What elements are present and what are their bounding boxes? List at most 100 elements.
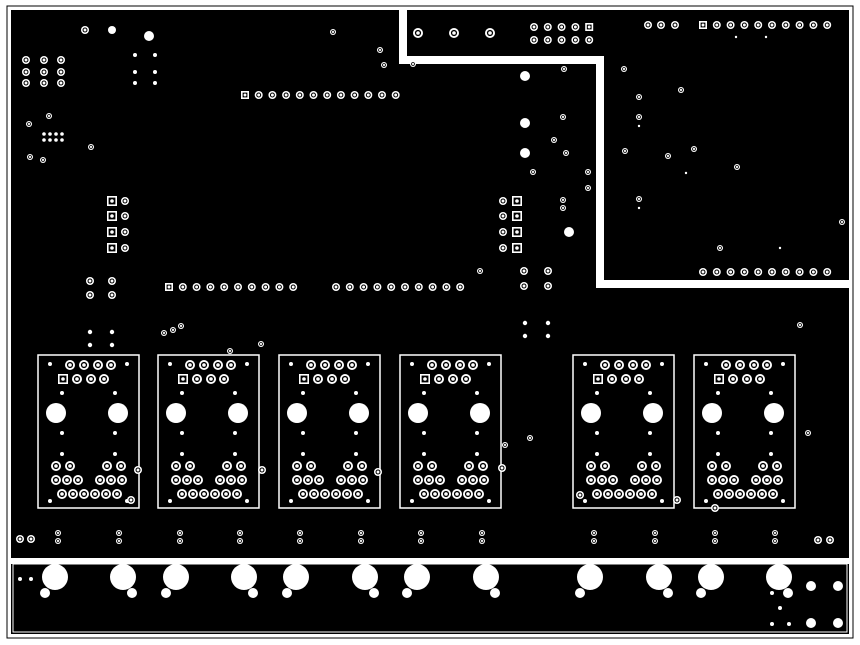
via [109, 342, 115, 348]
pad-drill [323, 363, 327, 367]
pad-drill [110, 199, 114, 203]
square-pad [107, 243, 117, 253]
pad-drill [42, 70, 46, 74]
round-pad [625, 489, 635, 499]
pad-drill [117, 539, 121, 543]
pad-drill [488, 31, 492, 35]
via [769, 452, 773, 456]
mounting-hole [764, 403, 784, 423]
round-pad [520, 282, 528, 290]
round-pad [298, 489, 308, 499]
pad-drill [191, 492, 195, 496]
round-pad [55, 538, 61, 544]
round-pad [571, 23, 580, 31]
round-pad [357, 461, 367, 471]
pad-drill [471, 363, 475, 367]
pad-drill [816, 538, 820, 542]
pad-drill [167, 285, 171, 289]
pad-drill [761, 464, 765, 468]
pad-drill [825, 270, 829, 274]
pad-drill [515, 214, 519, 218]
pad-drill [573, 25, 577, 29]
via [245, 499, 249, 503]
via [60, 132, 64, 136]
pad-drill [560, 25, 564, 29]
pad-drill [350, 363, 354, 367]
round-pad [474, 489, 484, 499]
square-pad [512, 227, 522, 237]
round-pad [418, 538, 424, 544]
round-pad [721, 360, 731, 370]
pad-drill [561, 115, 565, 119]
mounting-hole [163, 564, 189, 590]
via [781, 499, 785, 503]
board-fill [11, 10, 849, 634]
pad-drill [773, 539, 777, 543]
round-pad [781, 268, 790, 276]
pad-drill [430, 363, 434, 367]
pad-drill [637, 377, 641, 381]
round-pad [306, 461, 316, 471]
round-pad [340, 374, 350, 384]
round-pad [236, 461, 246, 471]
pad-drill [573, 38, 577, 42]
via [778, 606, 782, 610]
round-pad [560, 205, 566, 211]
via [127, 588, 137, 598]
round-pad [557, 36, 566, 44]
pad-drill [592, 531, 596, 535]
via [42, 132, 46, 136]
round-pad [306, 360, 316, 370]
pad-drill [260, 468, 264, 472]
round-pad [297, 538, 303, 544]
round-pad [717, 245, 723, 251]
round-pad [735, 489, 745, 499]
pad-drill [659, 23, 663, 27]
round-pad [557, 23, 566, 31]
round-pad [342, 489, 352, 499]
mounting-hole [577, 564, 603, 590]
via [402, 588, 412, 598]
round-pad [258, 341, 264, 347]
pad-drill [611, 478, 615, 482]
pad-drill [710, 478, 714, 482]
round-pad [726, 268, 735, 276]
pad-drill [302, 377, 306, 381]
round-pad [591, 530, 597, 536]
via [301, 431, 305, 435]
via [233, 391, 237, 395]
pad-drill [756, 270, 760, 274]
round-pad [621, 374, 631, 384]
round-pad [757, 489, 767, 499]
pad-drill [109, 363, 113, 367]
pad-drill [438, 478, 442, 482]
pad-drill [500, 466, 504, 470]
round-pad [561, 66, 567, 72]
pad-drill [202, 363, 206, 367]
pad-drill [637, 197, 641, 201]
via [29, 577, 33, 581]
pad-drill [546, 284, 550, 288]
via [520, 71, 530, 81]
round-pad [652, 475, 662, 485]
round-pad [673, 496, 681, 504]
round-pad [630, 475, 640, 485]
pad-drill [732, 478, 736, 482]
via [781, 362, 785, 366]
pad-drill [532, 38, 536, 42]
pad-drill [389, 285, 393, 289]
pad-drill [356, 492, 360, 496]
mounting-hole [42, 564, 68, 590]
round-pad [275, 283, 284, 291]
pad-drill [110, 214, 114, 218]
pad-drill [724, 363, 728, 367]
pad-drill [334, 285, 338, 289]
round-pad [22, 68, 30, 76]
round-pad [805, 430, 811, 436]
round-pad [117, 475, 127, 485]
via [180, 431, 184, 435]
round-pad [735, 360, 745, 370]
round-pad [292, 461, 302, 471]
via [410, 499, 414, 503]
pad-drill [715, 23, 719, 27]
